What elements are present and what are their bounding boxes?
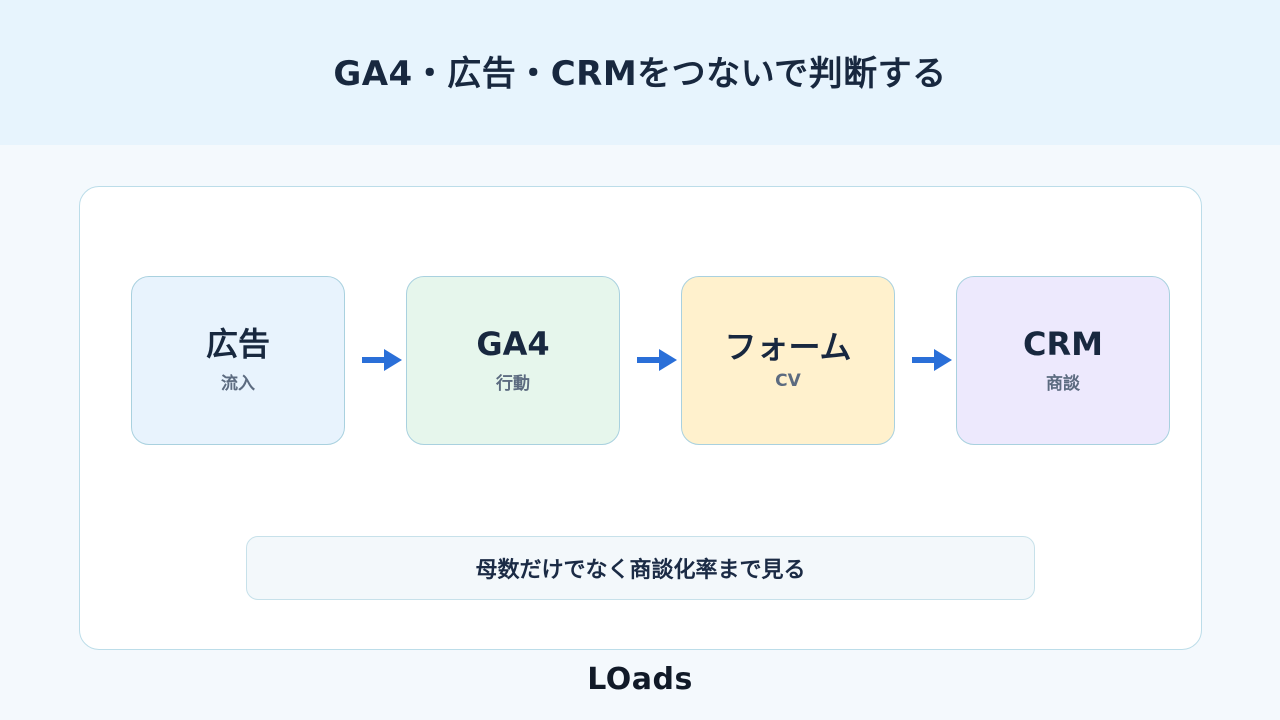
step-subtitle: 商談	[1046, 373, 1080, 394]
flow-step-form: フォーム CV	[681, 276, 895, 445]
note-box: 母数だけでなく商談化率まで見る	[246, 536, 1035, 600]
step-subtitle: 行動	[496, 373, 530, 394]
flow-step-ads: 広告 流入	[131, 276, 345, 445]
step-title: CRM	[1023, 325, 1103, 364]
note-text: 母数だけでなく商談化率まで見る	[475, 558, 806, 583]
step-title: 広告	[205, 325, 270, 364]
header-band: GA4・広告・CRMをつないで判断する	[0, 0, 1280, 145]
step-subtitle: CV	[775, 371, 801, 392]
brand-logo: LOads	[587, 662, 693, 697]
arrow-right-icon	[362, 349, 402, 371]
step-title: GA4	[476, 325, 550, 364]
flow-step-ga4: GA4 行動	[406, 276, 620, 445]
flow-step-crm: CRM 商談	[956, 276, 1170, 445]
step-subtitle: 流入	[221, 373, 255, 394]
page-title: GA4・広告・CRMをつないで判断する	[333, 54, 947, 94]
arrow-right-icon	[912, 349, 952, 371]
step-title: フォーム	[724, 327, 852, 366]
arrow-right-icon	[637, 349, 677, 371]
